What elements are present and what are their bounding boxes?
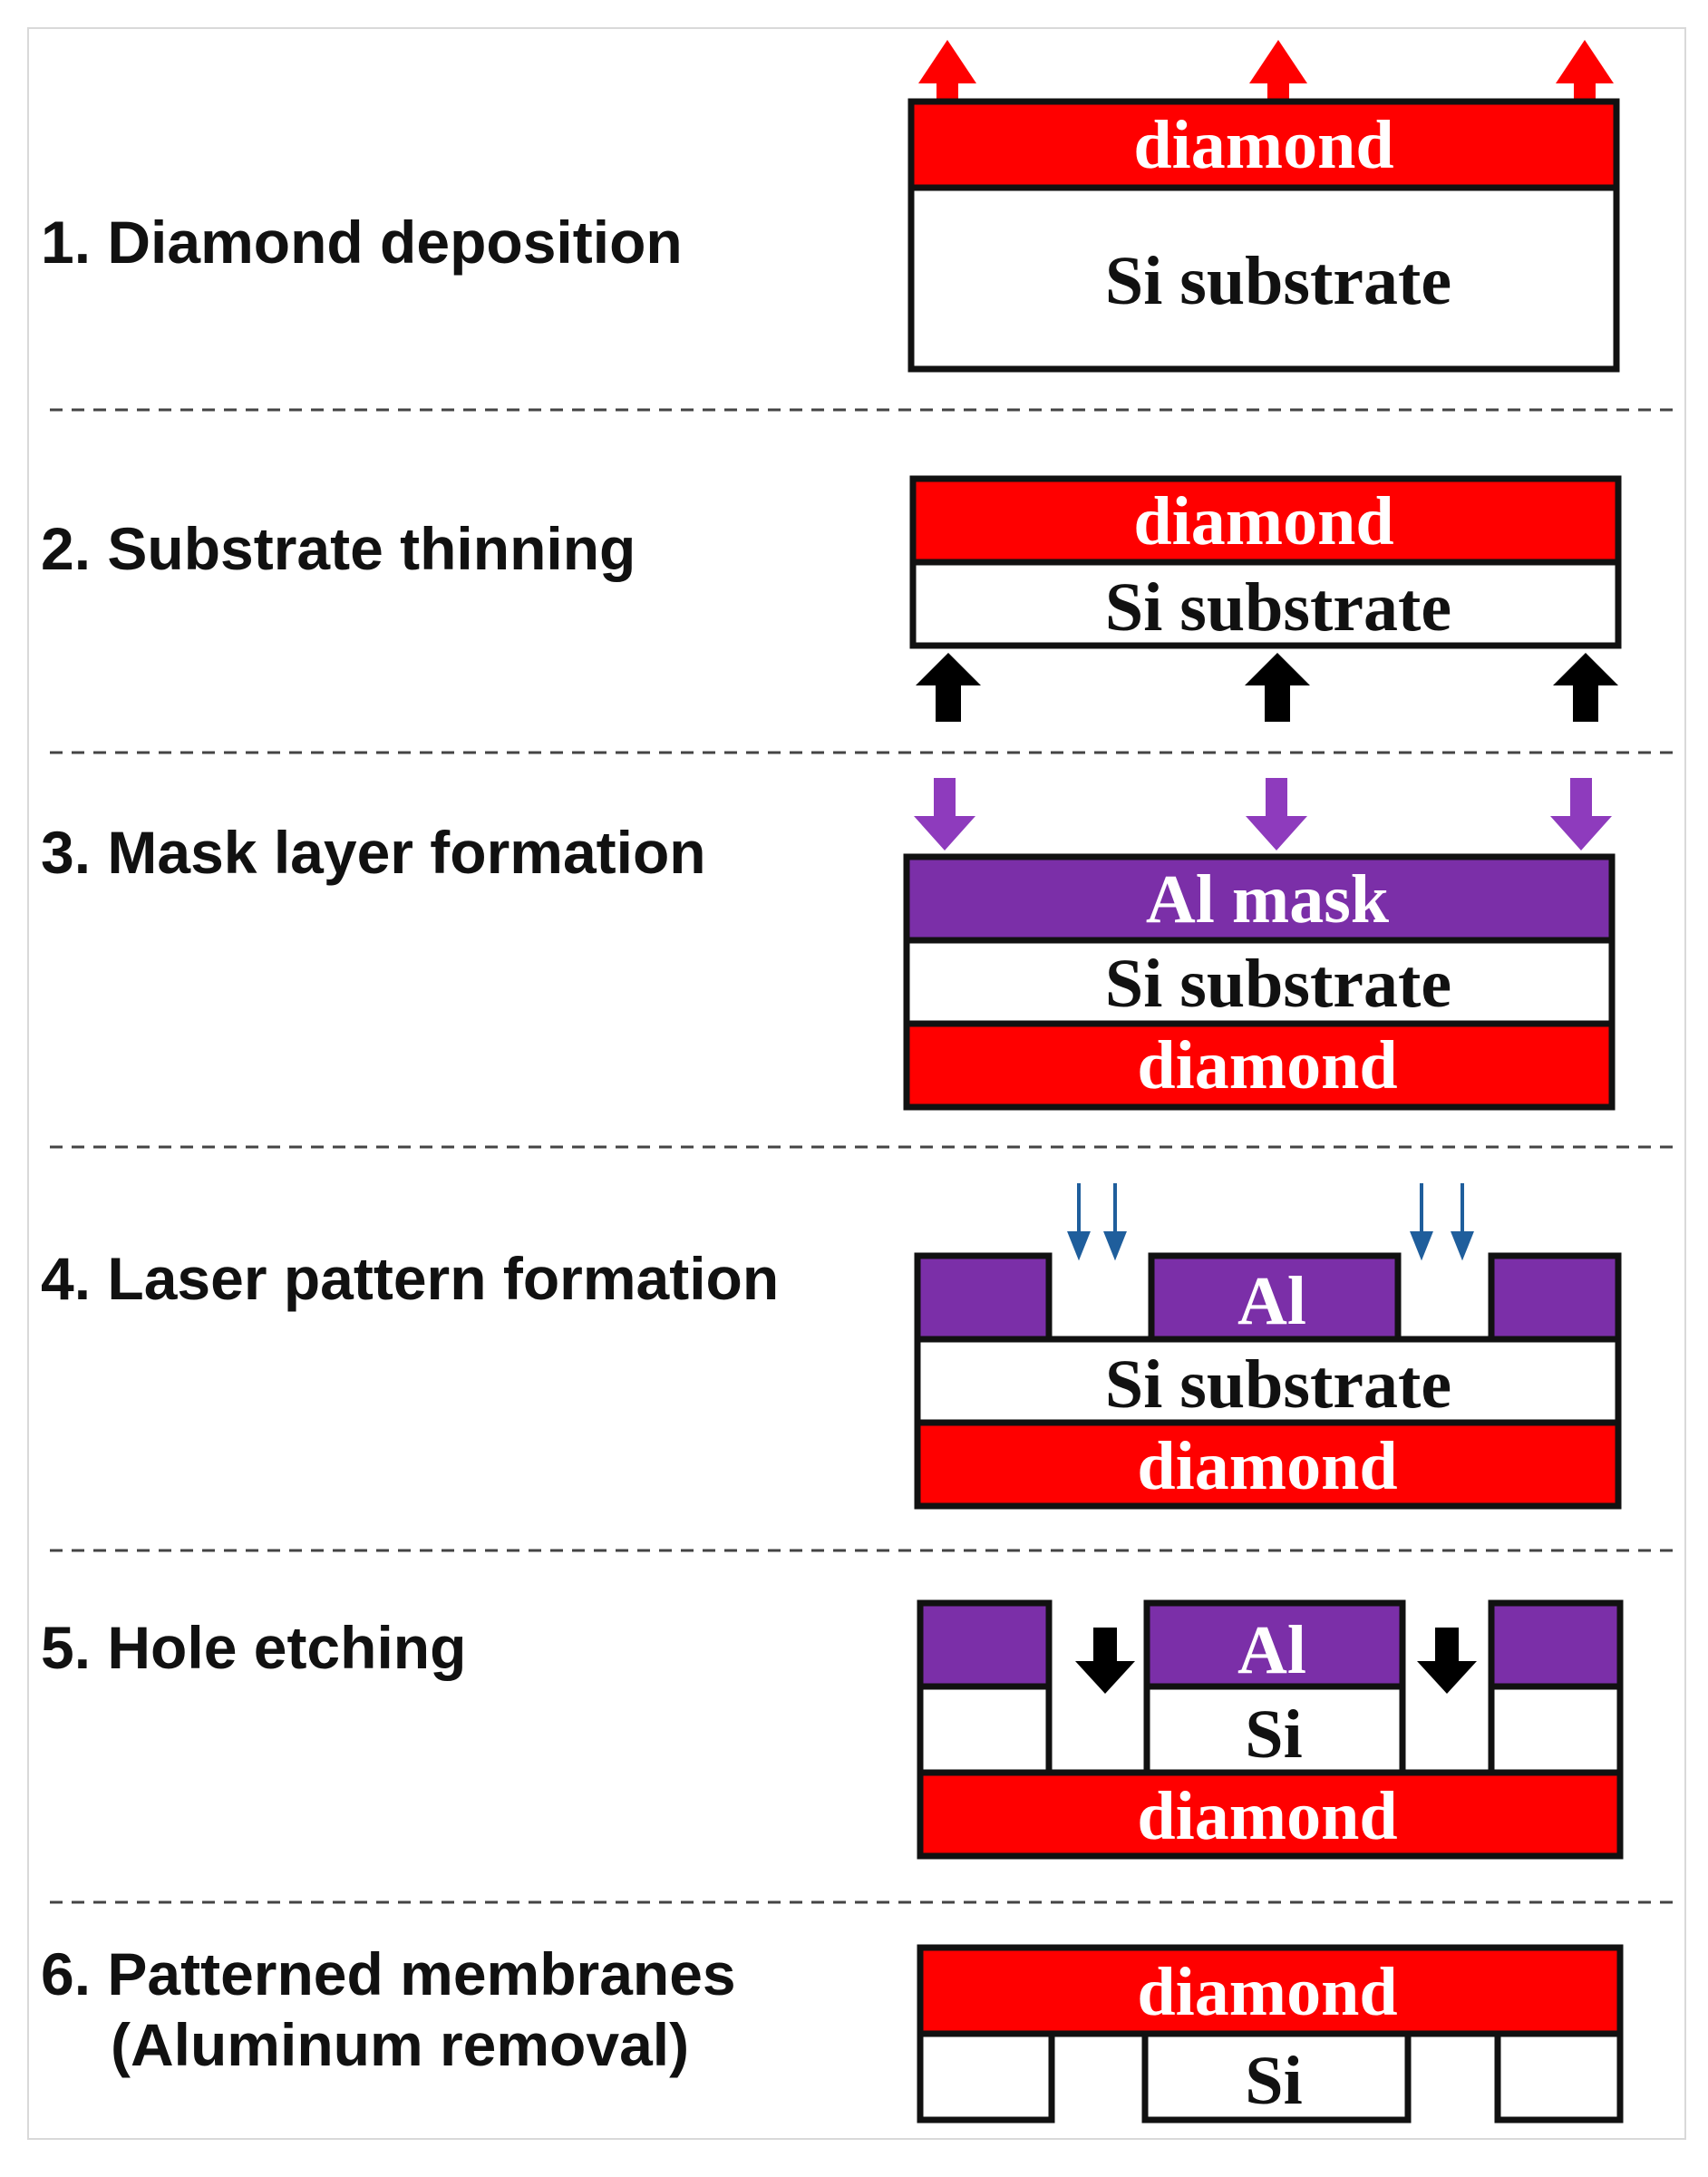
si-substrate-label: Si substrate [1105,946,1451,1022]
step-6-label: 6. Patterned membranes [41,1940,736,2007]
si-substrate-label: Si substrate [1105,1346,1451,1423]
step-2-label: 2. Substrate thinning [41,515,636,582]
si-substrate-label: Si substrate [1105,243,1451,319]
diamond-layer [909,475,1622,566]
step-4-arrows [1067,1183,1474,1261]
si-substrate-layer [903,937,1616,1027]
thin-down-arrow-icon [1067,1183,1091,1261]
si-substrate-layer [909,559,1622,649]
down-arrow-icon [1417,1628,1477,1694]
al-mask-segment-right [1488,1599,1624,1690]
al-label: Al [1237,1612,1306,1688]
down-arrow-icon [914,778,975,850]
step-6-label-line2: (Aluminum removal) [111,2011,689,2078]
si-label: Si [1245,2043,1302,2119]
al-mask-segment-center [1143,1599,1406,1690]
si-segment-center [1143,1683,1406,1776]
si-segment-right [1494,2030,1624,2124]
si-segment-left [917,2030,1055,2124]
up-arrow-icon [1245,653,1310,722]
si-segment-center [1141,2030,1412,2124]
si-substrate-label: Si substrate [1105,569,1451,646]
step-4-label: 4. Laser pattern formation [41,1245,779,1312]
al-mask-segment-left [917,1599,1053,1690]
al-mask-layer [903,853,1616,944]
step-1-diagram: diamond Si substrate [907,40,1620,373]
down-arrow-icon [1246,778,1307,850]
step-4-diagram: Al Si substrate diamond [914,1183,1622,1510]
down-arrow-icon [1550,778,1612,850]
diamond-layer [903,1020,1616,1111]
diamond-layer-label: diamond [1137,1027,1397,1103]
step-5-label: 5. Hole etching [41,1614,466,1681]
si-label: Si [1245,1696,1302,1773]
diamond-layer-label: diamond [1137,1428,1397,1504]
step-3-diagram: Al mask Si substrate diamond [903,778,1616,1111]
si-segment-left [917,1683,1053,1776]
diamond-layer-label: diamond [1133,483,1393,559]
thin-down-arrow-icon [1451,1183,1474,1261]
step-3-arrows [914,778,1612,850]
diagram-frame [27,27,1686,2140]
down-arrow-icon [1075,1628,1135,1694]
thin-down-arrow-icon [1410,1183,1433,1261]
diamond-layer-label: diamond [1137,1954,1397,2030]
diamond-layer [917,1944,1624,2037]
step-2-diagram: diamond Si substrate [909,475,1622,722]
step-3-label: 3. Mask layer formation [41,819,706,886]
up-arrow-icon [1553,653,1618,722]
al-mask-segment-left [914,1252,1053,1343]
al-mask-label: Al mask [1146,861,1390,938]
al-mask-segment-center [1148,1252,1402,1343]
diamond-layer [917,1769,1624,1860]
step-5-diagram: Al Si diamond [917,1599,1624,1860]
step-5-arrows [1075,1628,1477,1694]
al-mask-segment-right [1488,1252,1622,1343]
up-arrow-icon [916,653,981,722]
step-2-arrows [916,653,1618,722]
diamond-layer-label: diamond [1137,1778,1397,1854]
thin-down-arrow-icon [1103,1183,1127,1261]
step-1-label: 1. Diamond deposition [41,209,683,276]
diamond-layer-label: diamond [1133,107,1393,183]
step-6-diagram: diamond Si [917,1944,1624,2124]
diamond-layer [914,1419,1622,1510]
al-label: Al [1237,1263,1306,1339]
diamond-layer [907,98,1620,191]
si-substrate-layer [907,184,1620,373]
si-segment-right [1488,1683,1624,1776]
